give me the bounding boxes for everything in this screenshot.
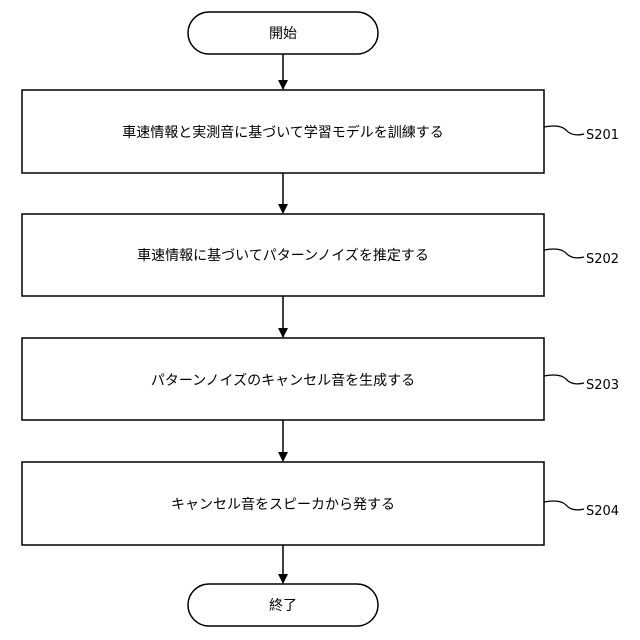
end-terminal: 終了 — [188, 584, 378, 626]
process-step-s202: 車速情報に基づいてパターンノイズを推定する S202 — [22, 214, 619, 296]
process-step-s203: パターンノイズのキャンセル音を生成する S203 — [22, 338, 619, 420]
start-terminal: 開始 — [188, 12, 378, 54]
step-label: S202 — [586, 252, 619, 267]
step-label-connector — [544, 126, 584, 135]
step-label-connector — [544, 249, 584, 258]
step-text: パターンノイズのキャンセル音を生成する — [151, 372, 415, 389]
step-label: S201 — [586, 128, 619, 143]
end-label: 終了 — [269, 598, 297, 614]
step-label: S203 — [586, 378, 619, 393]
step-text: 車速情報に基づいてパターンノイズを推定する — [137, 247, 429, 264]
step-label-connector — [544, 501, 584, 510]
step-text: 車速情報と実測音に基づいて学習モデルを訓練する — [122, 124, 444, 141]
step-label-connector — [544, 375, 584, 384]
step-label: S204 — [586, 504, 619, 519]
process-step-s204: キャンセル音をスピーカから発する S204 — [22, 462, 619, 545]
process-step-s201: 車速情報と実測音に基づいて学習モデルを訓練する S201 — [22, 90, 619, 173]
step-text: キャンセル音をスピーカから発する — [171, 496, 395, 513]
start-label: 開始 — [269, 26, 297, 42]
